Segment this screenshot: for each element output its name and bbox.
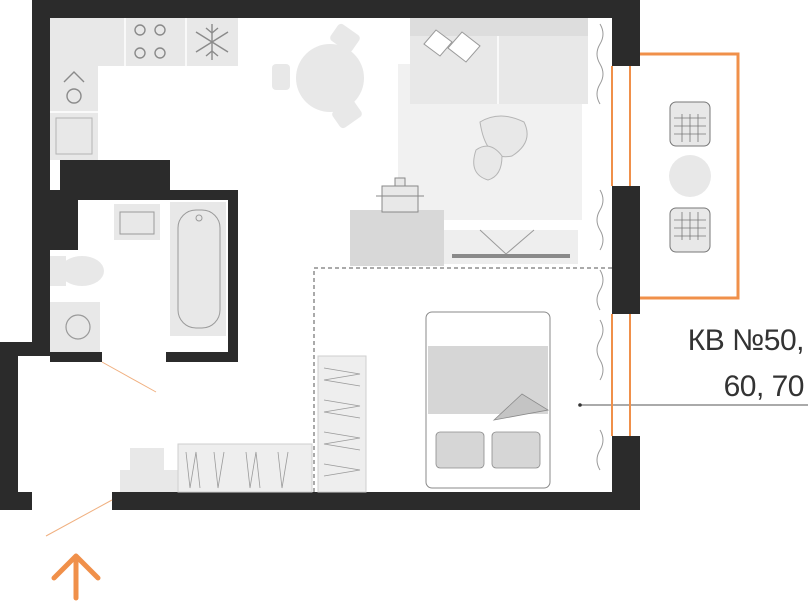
bath-wall-right	[228, 190, 238, 362]
bedroom-zone-outline	[313, 267, 612, 492]
living-area	[398, 18, 588, 220]
washbasin-bowl	[119, 211, 155, 235]
apartment-label-line1: КВ №50,	[687, 324, 805, 357]
dresser	[317, 355, 367, 493]
bath-wall-bottom-left	[50, 352, 102, 362]
wall-bottom	[112, 492, 640, 510]
washing-machine	[50, 302, 100, 352]
bathroom-door-swing	[101, 361, 157, 393]
sink-cabinet	[55, 117, 93, 155]
pouf	[130, 448, 164, 470]
apartment-label-line2: 60, 70	[723, 370, 805, 403]
pot-icon	[376, 177, 424, 213]
balcony-table	[669, 155, 711, 197]
balcony-chair-bottom	[669, 207, 711, 253]
dishwasher-icon	[63, 71, 85, 104]
sofa-back	[410, 18, 588, 36]
bedroom	[313, 267, 808, 493]
kitchen-island	[350, 210, 444, 266]
curtains	[596, 23, 604, 471]
toilet-bowl	[60, 256, 104, 286]
kitchen-counter-side	[50, 66, 98, 160]
bath-wall-top	[60, 160, 170, 190]
wardrobe	[177, 443, 313, 493]
wall-left-lower	[0, 342, 18, 510]
hallway	[45, 443, 313, 537]
snowflake-icon	[195, 24, 229, 60]
balcony-chair-top	[669, 101, 711, 147]
bathtub-inner	[177, 209, 221, 329]
wall-right-bottom	[612, 436, 640, 510]
bathtub-drain	[195, 214, 203, 222]
pillow-left	[435, 431, 485, 469]
stove-icon	[134, 24, 166, 59]
walls	[0, 0, 640, 510]
wall-left-upper	[32, 0, 50, 352]
kitchen-counter-top	[50, 18, 238, 66]
pillow-right	[491, 431, 541, 469]
coffee-table	[473, 115, 528, 181]
wall-bottom-left	[0, 492, 32, 510]
orange-up-arrow-icon	[51, 553, 101, 601]
wall-top	[32, 0, 640, 18]
tv-area	[350, 177, 578, 266]
cushions	[423, 29, 481, 63]
table-top	[296, 44, 364, 112]
shoe-bench	[120, 470, 178, 492]
tv-screen	[452, 254, 570, 258]
washer-drum-icon	[65, 314, 91, 340]
blanket-fold	[492, 393, 550, 421]
wardrobe-marks	[185, 451, 289, 489]
label-leader-dot	[578, 403, 582, 407]
bathtub	[170, 202, 226, 336]
balcony	[640, 52, 740, 300]
dresser-marks	[323, 367, 361, 477]
bathroom	[50, 202, 226, 393]
washbasin	[114, 204, 160, 240]
chairs	[272, 23, 362, 129]
bath-wall-top-right	[50, 190, 238, 200]
dining-table	[272, 23, 364, 129]
toilet-tank	[50, 256, 66, 286]
bath-wall-bottom-right	[166, 352, 238, 362]
balcony-outline	[640, 52, 740, 300]
wall-left-jog	[0, 342, 50, 356]
windows	[611, 66, 631, 436]
tv-console	[444, 230, 578, 264]
bath-wall-left-block	[50, 200, 78, 250]
wall-right-top	[612, 0, 640, 66]
kitchen	[50, 18, 238, 160]
entrance-door-swing	[45, 499, 113, 537]
wall-right-mid	[612, 186, 640, 314]
